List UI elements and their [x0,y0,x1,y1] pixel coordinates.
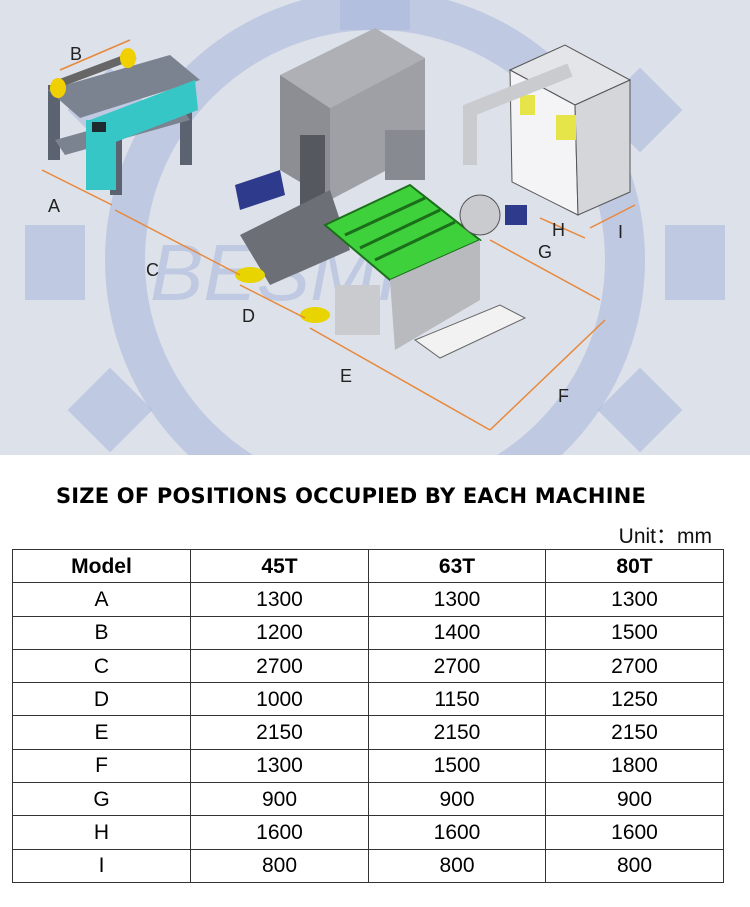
table-cell-value: 1800 [545,748,724,784]
table-cell-value: 900 [545,782,724,817]
table-cell-value: 1150 [368,682,546,717]
dim-label-a: A [48,196,60,216]
table-cell-value: 1600 [545,815,724,850]
table-cell-value: 1400 [368,615,546,650]
table-cell-value: 1500 [368,748,546,784]
table-cell-value: 900 [368,782,546,817]
table-cell-value: 1300 [368,582,546,617]
dim-label-c: C [146,260,159,280]
press-machine [235,28,425,335]
dimension-lines [41,39,636,431]
dim-label-i: I [618,222,623,242]
table-cell-value: 2700 [190,648,369,684]
header-model: Model [12,548,191,584]
table-cell-value: 1300 [190,748,369,784]
table-cell-value: 800 [545,848,724,883]
machine-layout-illustration: BESMI [0,0,750,455]
dim-label-b: B [70,44,82,64]
table-cell-value: 800 [368,848,546,883]
table-cell-value: 1000 [190,682,369,717]
table-cell-value: 1500 [545,615,724,650]
dim-label-f: F [558,386,569,406]
dim-label-d: D [242,306,255,326]
table-cell-value: 800 [190,848,369,883]
table-cell-model: D [12,682,191,717]
table-cell-value: 1600 [368,815,546,850]
table-cell-value: 1600 [190,815,369,850]
table-cell-model: B [12,615,191,650]
dim-label-g: G [538,242,552,262]
dim-label-e: E [340,366,352,386]
table-cell-value: 1300 [545,582,724,617]
header-63t: 63T [368,548,546,584]
dimension-labels: A B C D E F G H I [48,44,623,406]
table-cell-value: 2150 [368,715,546,750]
table-cell-value: 2150 [545,715,724,750]
table-cell-model: A [12,582,191,617]
table-cell-model: F [12,748,191,784]
header-45t: 45T [190,548,369,584]
green-conveyor [323,183,527,359]
table-cell-value: 1200 [190,615,369,650]
table-cell-model: C [12,648,191,684]
table-cell-value: 2150 [190,715,369,750]
header-80t: 80T [545,548,724,584]
table-cell-value: 1300 [190,582,369,617]
table-cell-model: G [12,782,191,817]
table-cell-value: 900 [190,782,369,817]
table-cell-model: H [12,815,191,850]
table-cell-model: E [12,715,191,750]
page-title: SIZE OF POSITIONS OCCUPIED BY EACH MACHI… [55,484,647,508]
table-cell-value: 2700 [368,648,546,684]
collector-cabinet [459,44,632,236]
dim-label-h: H [552,220,565,240]
unit-note: Unit：mm [618,525,712,548]
table-cell-model: I [12,848,191,883]
table-header-row: Model 45T 63T 80T [12,548,724,584]
table-cell-value: 1250 [545,682,724,717]
table-cell-value: 2700 [545,648,724,684]
coil-feeder [48,48,200,195]
